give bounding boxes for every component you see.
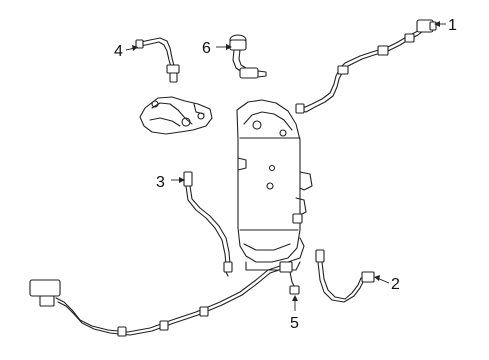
callout-1: 1 xyxy=(434,17,457,34)
callout-5: 5 xyxy=(290,295,299,332)
callout-label-3: 3 xyxy=(156,174,165,191)
callout-3: 3 xyxy=(156,174,185,191)
callout-4: 4 xyxy=(114,43,138,60)
heat-shield-bracket xyxy=(139,96,213,135)
callout-label-4: 4 xyxy=(114,43,123,60)
part-6-sensor xyxy=(229,34,267,79)
part-2-sensor xyxy=(315,249,375,303)
callout-label-2: 2 xyxy=(391,276,400,293)
catalytic-converter xyxy=(236,99,313,271)
callout-2: 2 xyxy=(374,275,400,293)
part-1-sensor-harness xyxy=(295,19,437,114)
part-3-sensor xyxy=(183,171,233,277)
callout-label-1: 1 xyxy=(448,17,457,34)
callout-label-5: 5 xyxy=(290,315,299,332)
part-4-sensor xyxy=(135,37,180,83)
part-5-lower-harness xyxy=(29,261,300,337)
callout-6: 6 xyxy=(202,40,232,57)
callout-label-6: 6 xyxy=(202,40,211,57)
